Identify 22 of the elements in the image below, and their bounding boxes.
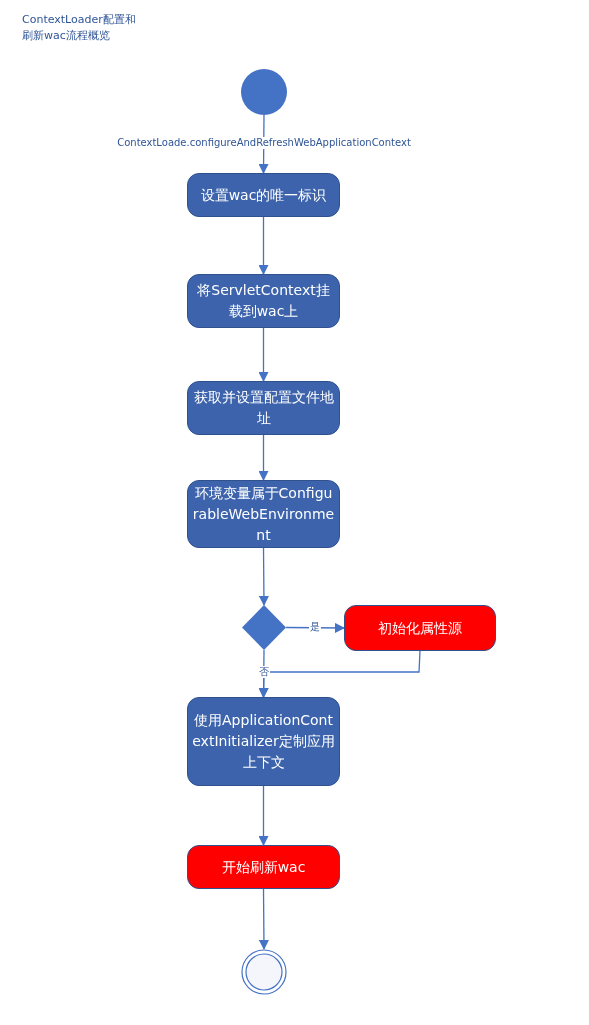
edge-label: 是: [309, 621, 321, 633]
arrow: [258, 785, 269, 846]
start-circle: [241, 69, 287, 115]
arrow: [285, 622, 345, 633]
arrow: [258, 547, 269, 606]
action-box: 开始刷新wac: [187, 845, 340, 889]
decision-diamond: [242, 605, 286, 650]
process-box: 将ServletContext挂载到wac上: [187, 274, 340, 328]
process-box: 获取并设置配置文件地址: [187, 381, 340, 435]
arrow: [258, 216, 269, 275]
edge-label: 否: [258, 666, 270, 678]
arrow: [258, 650, 421, 698]
process-box: 环境变量属于ConfigurableWebEnvironment: [187, 480, 340, 548]
end-circle: [241, 949, 287, 995]
arrow: [258, 434, 269, 481]
process-box: 设置wac的唯一标识: [187, 173, 340, 217]
action-box: 初始化属性源: [344, 605, 496, 651]
arrow: [258, 888, 269, 950]
arrow: [258, 327, 269, 382]
process-box: 使用ApplicationContextInitializer定制应用上下文: [187, 697, 340, 786]
edge-label: ContextLoade.configureAndRefreshWebApplicationContext: [116, 137, 412, 149]
diagram-title: ContextLoader配置和刷新wac流程概览: [22, 12, 137, 44]
